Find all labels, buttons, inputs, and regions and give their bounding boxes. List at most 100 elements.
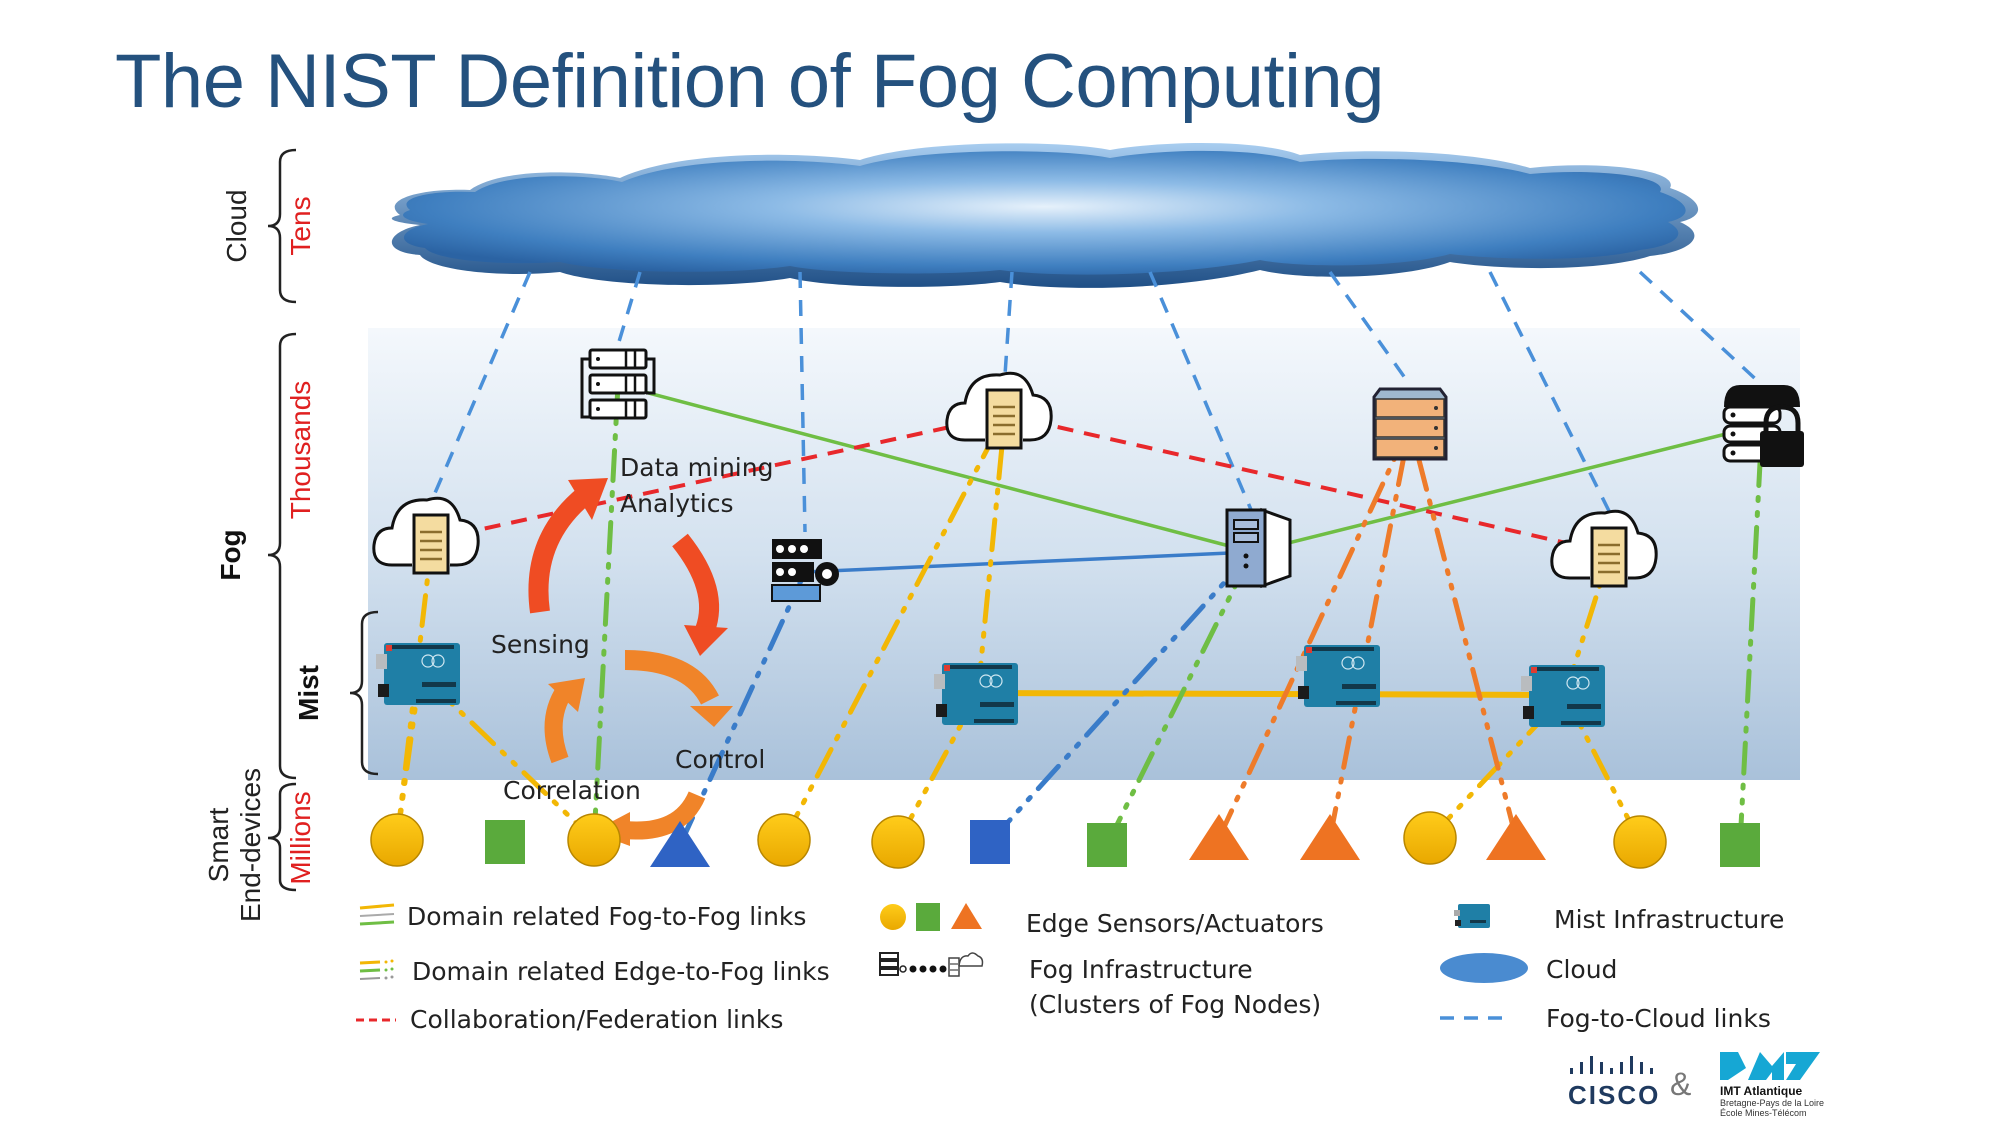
cloud-shape <box>391 143 1699 288</box>
imt-logo-name: IMT Atlantique <box>1720 1084 1803 1098</box>
edge-circle-sensor <box>871 815 925 869</box>
fog-to-cloud-link <box>1328 270 1412 387</box>
legend-item-fog-infra: Fog Infrastructure (Clusters of Fog Node… <box>879 952 1321 1019</box>
orange-server-icon <box>1372 387 1448 461</box>
edge-to-fog-link <box>1216 422 1413 841</box>
analytics-cycle <box>528 478 733 846</box>
imt-logo-mark-icon <box>1720 1052 1820 1080</box>
imt-logo-subtitle-1: Bretagne-Pays de la Loire <box>1720 1098 1825 1108</box>
edge-to-fog-link <box>1327 422 1413 841</box>
tier-fog-label: Fog <box>215 529 246 580</box>
fog-to-cloud-link <box>616 271 642 346</box>
edge-to-fog-link <box>1562 692 1643 845</box>
legend-label-edge-to-fog: Domain related Edge-to-Fog links <box>412 957 830 986</box>
tier-edge-count: Millions <box>285 791 316 884</box>
fog-to-cloud-links <box>430 270 1764 533</box>
legend-label-edge-sensors: Edge Sensors/Actuators <box>1026 909 1324 938</box>
arrow-control-to-correlation <box>624 791 706 840</box>
fog-to-cloud-link <box>798 271 807 533</box>
edge-shapes-icon <box>880 903 982 931</box>
fog-to-fog-link <box>977 690 1566 698</box>
edge-to-fog-link <box>677 569 808 848</box>
server-gear-icon <box>771 539 839 602</box>
legend: Domain related Fog-to-Fog links Domain r… <box>356 902 1784 1034</box>
legend-label-fog-to-cloud: Fog-to-Cloud links <box>1546 1004 1771 1033</box>
cycle-label-correlation: Correlation <box>503 776 641 805</box>
arduino-board-icon <box>376 643 460 705</box>
page-title: The NIST Definition of Fog Computing <box>115 39 1385 124</box>
mist-nodes <box>376 643 1605 727</box>
arrow-head-2 <box>684 625 728 656</box>
imt-logo-subtitle-2: École Mines-Télécom <box>1720 1108 1807 1118</box>
legend-label-fog-to-fog: Domain related Fog-to-Fog links <box>407 902 806 931</box>
edge-to-fog-link <box>394 670 423 843</box>
arrow-sensing-to-analytics <box>528 487 592 614</box>
edge-to-fog-link <box>1737 422 1765 848</box>
edge-circle-sensor <box>567 813 621 867</box>
arduino-board-icon <box>934 663 1018 725</box>
edge-triangle-actuator <box>1300 814 1360 860</box>
fog-to-fog-link <box>617 383 1253 554</box>
edge-to-fog-link <box>1407 422 1519 841</box>
cycle-label-sensing: Sensing <box>491 630 590 659</box>
edge-circle-sensor <box>1403 811 1457 865</box>
tier-labels: Cloud Tens Fog Thousands Mist Smart End-… <box>203 189 324 922</box>
arrow-analytics-to-control <box>672 533 720 634</box>
fog-cluster-icon <box>879 952 984 977</box>
tier-brackets <box>267 148 379 892</box>
tier-mist-label: Mist <box>293 665 324 721</box>
fog-to-fog-links <box>617 383 1763 698</box>
arrow-head-1 <box>568 478 608 520</box>
legend-item-fog-to-cloud: Fog-to-Cloud links <box>1440 1004 1771 1033</box>
edge-triangle-actuator <box>650 821 710 867</box>
arrow-sensing-to-control <box>624 650 719 705</box>
fog-to-fog-lines-icon <box>359 903 395 926</box>
collaboration-link <box>1004 413 1611 555</box>
legend-item-edge-to-fog: Domain related Edge-to-Fog links <box>359 957 830 986</box>
cisco-logo-bars-icon <box>1570 1056 1653 1074</box>
bracket-mist <box>349 610 379 776</box>
edge-square-actuator <box>1720 823 1760 867</box>
cloud-server-icon <box>1550 509 1658 588</box>
legend-item-mist: Mist Infrastructure <box>1454 904 1784 934</box>
tier-fog-count: Thousands <box>285 381 316 520</box>
arduino-board-icon <box>1296 645 1380 707</box>
collaboration-links <box>431 413 1611 555</box>
cloud-server-icon <box>945 371 1053 450</box>
legend-item-collaboration: Collaboration/Federation links <box>356 1005 783 1034</box>
collaboration-link <box>431 413 1006 542</box>
edge-to-fog-link <box>1104 549 1255 848</box>
edge-to-fog-link <box>591 382 621 843</box>
secure-server-icon <box>1722 385 1804 467</box>
edge-to-fog-link <box>895 690 981 845</box>
cycle-label-analytics: Analytics <box>620 489 734 518</box>
legend-label-fog-infra: Fog Infrastructure <box>1029 955 1253 984</box>
cloud-server-icon <box>372 496 480 575</box>
edge-nodes <box>370 811 1760 869</box>
tier-edge-label-line2: End-devices <box>235 768 266 922</box>
edge-circle-sensor <box>370 813 424 867</box>
edge-square-actuator <box>485 820 525 864</box>
edge-triangle-actuator <box>1486 814 1546 860</box>
legend-label-mist: Mist Infrastructure <box>1554 905 1784 934</box>
bracket-cloud <box>267 148 297 304</box>
fog-to-fog-link <box>804 550 1253 574</box>
edge-circle-sensor <box>1613 815 1667 869</box>
ampersand: & <box>1670 1066 1692 1102</box>
legend-label-fog-infra-sub: (Clusters of Fog Nodes) <box>1029 990 1321 1019</box>
tower-pc-icon <box>1225 507 1292 589</box>
bracket-edge <box>267 782 297 892</box>
arduino-board-legend-icon <box>1454 904 1490 928</box>
cycle-label-control: Control <box>675 745 765 774</box>
fog-nodes <box>372 348 1804 602</box>
edge-to-fog-link <box>781 412 1008 843</box>
arrow-head-3 <box>690 706 733 727</box>
partner-logos: CISCO & IMT Atlantique Bretagne-Pays de … <box>1560 1050 1860 1120</box>
fog-to-cloud-link <box>430 271 532 501</box>
cycle-label-data-mining: Data mining <box>620 453 773 482</box>
bracket-fog <box>267 332 297 780</box>
cisco-logo-text: CISCO <box>1568 1080 1661 1110</box>
fog-to-cloud-link <box>1488 271 1612 514</box>
tier-edge-label-line1: Smart <box>203 807 234 882</box>
